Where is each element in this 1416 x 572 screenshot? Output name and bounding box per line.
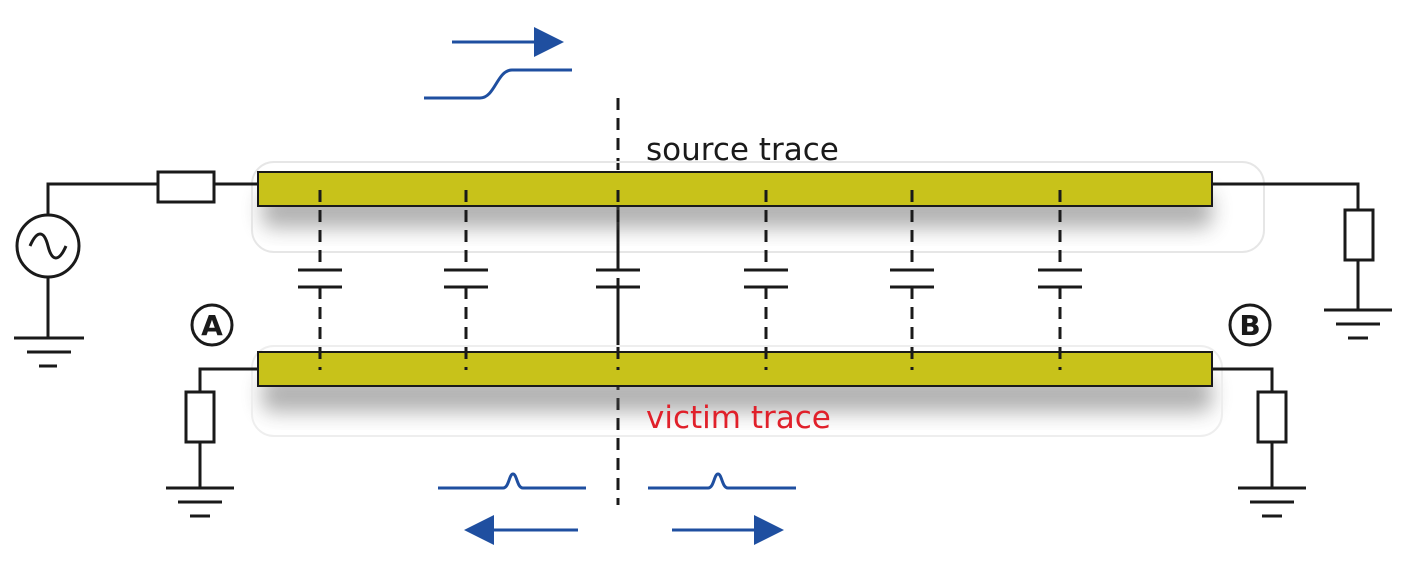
backward-crosstalk	[438, 472, 586, 545]
incident-signal	[424, 27, 572, 100]
sine-wave-icon	[28, 232, 68, 260]
coupling-capacitor	[596, 190, 640, 370]
source-load-resistor	[1343, 208, 1375, 262]
source-trace-label: source trace	[646, 132, 839, 168]
coupling-capacitors	[298, 190, 1082, 370]
node-a-label: A	[201, 309, 223, 342]
forward-crosstalk	[648, 472, 796, 545]
coupling-capacitor	[1038, 190, 1082, 370]
node-a-marker: A	[190, 303, 234, 347]
node-b-label: B	[1239, 309, 1260, 342]
backward-pulse-waveform	[438, 472, 586, 490]
source-termination	[1212, 182, 1392, 340]
victim-trace-label: victim trace	[646, 400, 831, 436]
ground-icon	[1238, 486, 1306, 518]
victim-trace-outline	[251, 345, 1223, 437]
victim-trace	[257, 351, 1213, 387]
source-trace-outline	[251, 161, 1265, 253]
forward-pulse-waveform	[648, 472, 796, 490]
coupling-capacitor	[890, 190, 934, 370]
ground-icon	[14, 336, 84, 368]
coupling-capacitor	[298, 190, 342, 370]
near-end-resistor	[184, 390, 216, 444]
coupling-capacitor	[744, 190, 788, 370]
ground-icon	[1324, 308, 1392, 340]
coupling-capacitor	[444, 190, 488, 370]
victim-far-end-termination	[1212, 367, 1306, 518]
node-b-marker: B	[1228, 303, 1272, 347]
ground-icon	[166, 486, 234, 518]
step-waveform	[424, 68, 572, 100]
source-trace	[257, 171, 1213, 207]
ac-source-circuit	[14, 170, 258, 368]
victim-near-end-termination	[166, 367, 258, 518]
far-end-resistor	[1256, 390, 1288, 444]
series-resistor	[156, 170, 216, 204]
